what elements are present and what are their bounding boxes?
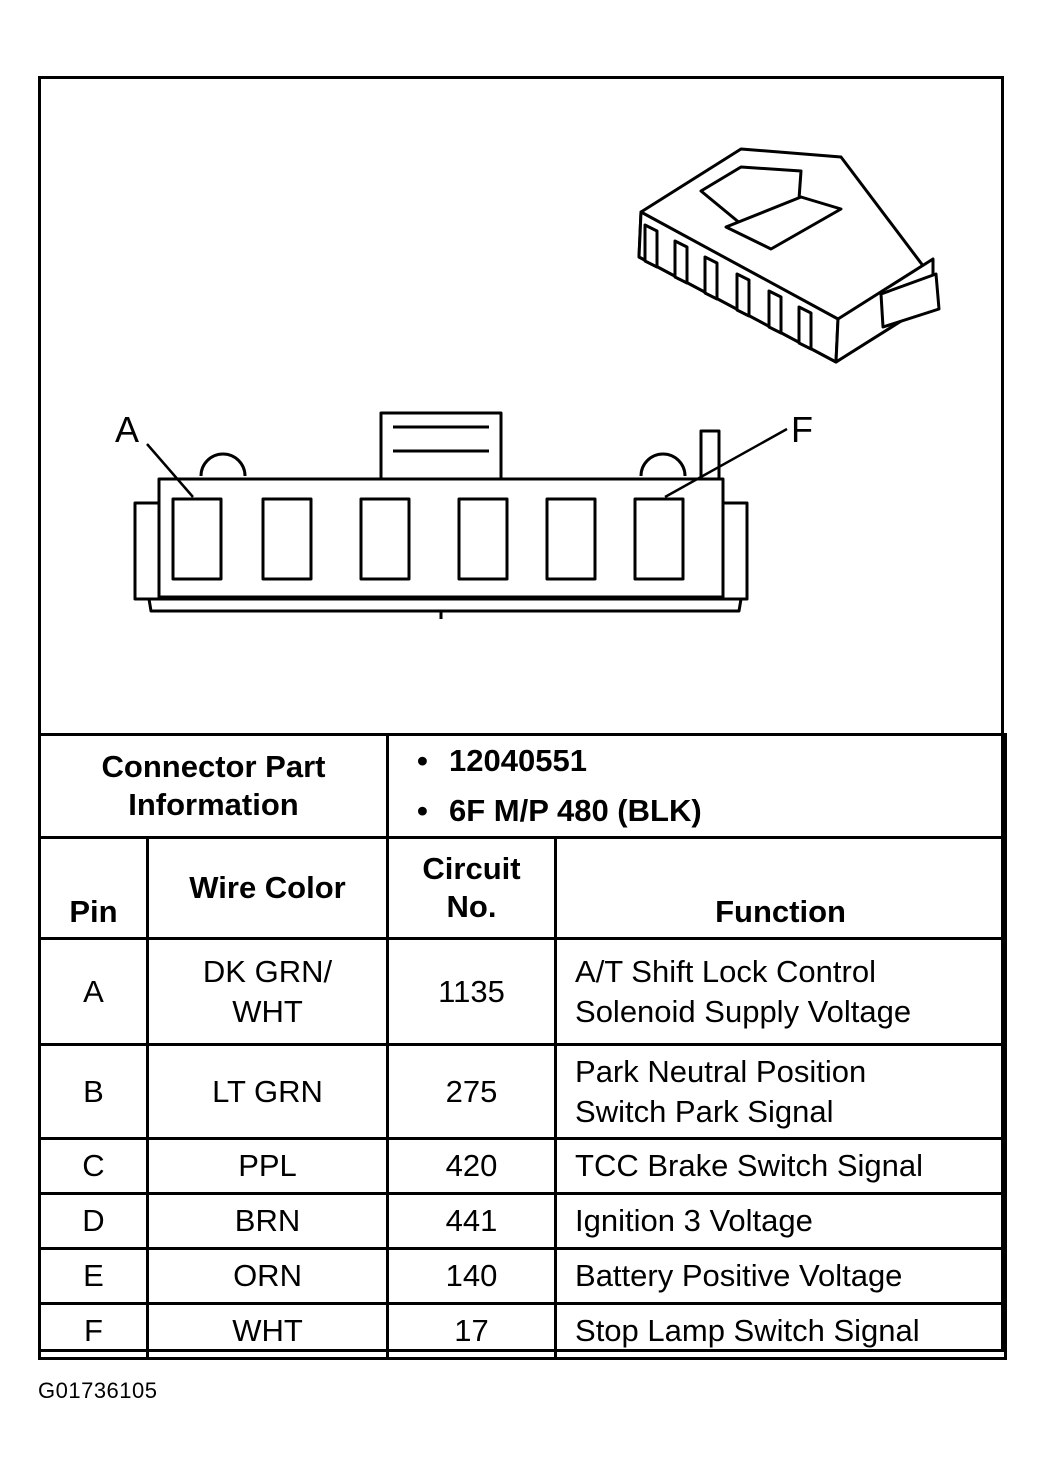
table-row: D BRN 441 Ignition 3 Voltage: [38, 1192, 1008, 1250]
wire-color-cell: LT GRN: [145, 1043, 390, 1140]
connector-iso-view: [637, 147, 941, 364]
circuit-cell: 17: [386, 1302, 558, 1360]
column-header-wire-color: Wire Color: [145, 836, 390, 940]
pin-label-a: A: [115, 409, 139, 450]
pin-cell: A: [38, 937, 149, 1046]
pin-cell: E: [38, 1247, 149, 1305]
column-header-circuit: Circuit No.: [386, 836, 558, 940]
wire-color-cell: DK GRN/ WHT: [145, 937, 390, 1046]
circuit-cell: 1135: [386, 937, 558, 1046]
pin-cell: B: [38, 1043, 149, 1140]
function-cell: Park Neutral Position Switch Park Signal: [554, 1043, 1008, 1140]
circuit-cell: 275: [386, 1043, 558, 1140]
wire-color-cell: ORN: [145, 1247, 390, 1305]
circuit-cell: 140: [386, 1247, 558, 1305]
part-number: 12040551: [449, 736, 1004, 786]
function-cell: TCC Brake Switch Signal: [554, 1137, 1008, 1195]
pin-label-f: F: [791, 409, 813, 450]
pin-cell: F: [38, 1302, 149, 1360]
table-row: E ORN 140 Battery Positive Voltage: [38, 1247, 1008, 1305]
pin-cell: D: [38, 1192, 149, 1250]
function-cell: Stop Lamp Switch Signal: [554, 1302, 1008, 1360]
circuit-cell: 420: [386, 1137, 558, 1195]
connector-front-view: [133, 411, 749, 619]
wire-color-cell: PPL: [145, 1137, 390, 1195]
function-cell: Battery Positive Voltage: [554, 1247, 1008, 1305]
table-row: F WHT 17 Stop Lamp Switch Signal: [38, 1302, 1008, 1360]
column-header-function: Function: [554, 836, 1008, 940]
circuit-cell: 441: [386, 1192, 558, 1250]
connector-info-label: Connector Part Information: [37, 733, 390, 839]
table-row: C PPL 420 TCC Brake Switch Signal: [38, 1137, 1008, 1195]
connector-info-values: 12040551 6F M/P 480 (BLK): [386, 733, 1008, 839]
function-cell: Ignition 3 Voltage: [554, 1192, 1008, 1250]
diagram-frame: A F Connector Part Information 12040551 …: [37, 76, 1008, 1360]
connector-diagram: A F: [115, 147, 941, 619]
figure-code: G01736105: [38, 1378, 158, 1403]
column-header-row: Pin Wire Color Circuit No. Function: [38, 836, 1008, 940]
column-header-pin: Pin: [38, 836, 149, 940]
pin-cell: C: [38, 1137, 149, 1195]
table-row: A DK GRN/ WHT 1135 A/T Shift Lock Contro…: [38, 937, 1008, 1046]
connector-info-row: Connector Part Information 12040551 6F M…: [37, 733, 1008, 839]
pin-callouts: [146, 427, 788, 499]
wire-color-cell: BRN: [145, 1192, 390, 1250]
connector-type: 6F M/P 480 (BLK): [449, 786, 1004, 836]
wire-color-cell: WHT: [145, 1302, 390, 1360]
pinout-table: Connector Part Information 12040551 6F M…: [37, 733, 1008, 1360]
function-cell: A/T Shift Lock Control Solenoid Supply V…: [554, 937, 1008, 1046]
front-pin-cavities: [171, 497, 685, 581]
table-row: B LT GRN 275 Park Neutral Position Switc…: [38, 1043, 1008, 1140]
iso-pin-cavities: [643, 223, 813, 351]
